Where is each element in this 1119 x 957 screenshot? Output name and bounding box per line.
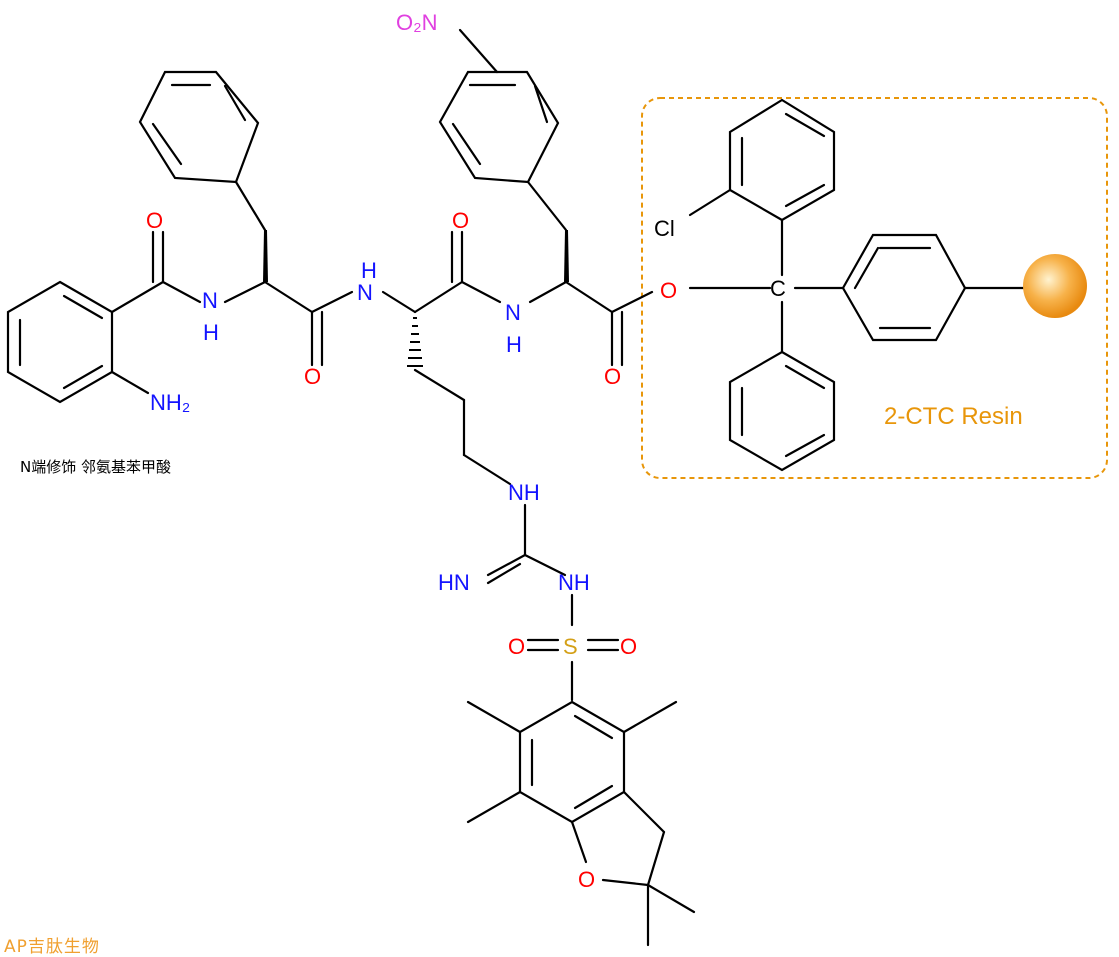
oxygen-label: O: [304, 364, 321, 389]
hydrogen-label: H: [506, 332, 522, 357]
sulfur-label: S: [563, 634, 578, 659]
amine-label: NH₂: [150, 390, 190, 415]
nitrogen-label: N: [357, 280, 373, 305]
nitrophenyl-ring: [438, 70, 560, 184]
imine-label: HN: [438, 570, 470, 595]
nitrogen-label: N: [202, 288, 218, 313]
oxygen-label: O: [452, 208, 469, 233]
company-logo: AP吉肽生物: [4, 937, 100, 957]
nitro-label: O₂N: [396, 10, 438, 35]
arg-hash-bond: [407, 317, 423, 367]
pbf-ring: [518, 700, 626, 824]
lower-phenyl-ring: [728, 350, 836, 472]
oxygen-label: O: [604, 364, 621, 389]
hydrogen-label: H: [203, 320, 219, 345]
chlorine-label: Cl: [654, 216, 675, 241]
caption: N端修饰 邻氨基苯甲酸: [20, 458, 171, 476]
guanidine-nh-label: NH: [508, 480, 540, 505]
resin-label: 2-CTC Resin: [884, 403, 1023, 430]
oxygen-label: O: [508, 634, 525, 659]
carbon-label: C: [770, 276, 786, 301]
oxygen-label: O: [146, 208, 163, 233]
sulfonamide-nh-label: NH: [558, 570, 590, 595]
resin-bead-icon: [1023, 254, 1087, 318]
hydrogen-label: H: [361, 258, 377, 283]
ester-oxygen-label: O: [660, 278, 677, 303]
oxygen-label: O: [620, 634, 637, 659]
resin-box: [641, 97, 1108, 479]
phe-ring: [138, 70, 260, 184]
chlorophenyl-ring: [728, 98, 836, 222]
linker-phenyl-ring: [841, 233, 967, 342]
nitrogen-label: N: [505, 300, 521, 325]
furan-oxygen-label: O: [578, 867, 595, 892]
anthranilic-ring: [6, 280, 114, 404]
